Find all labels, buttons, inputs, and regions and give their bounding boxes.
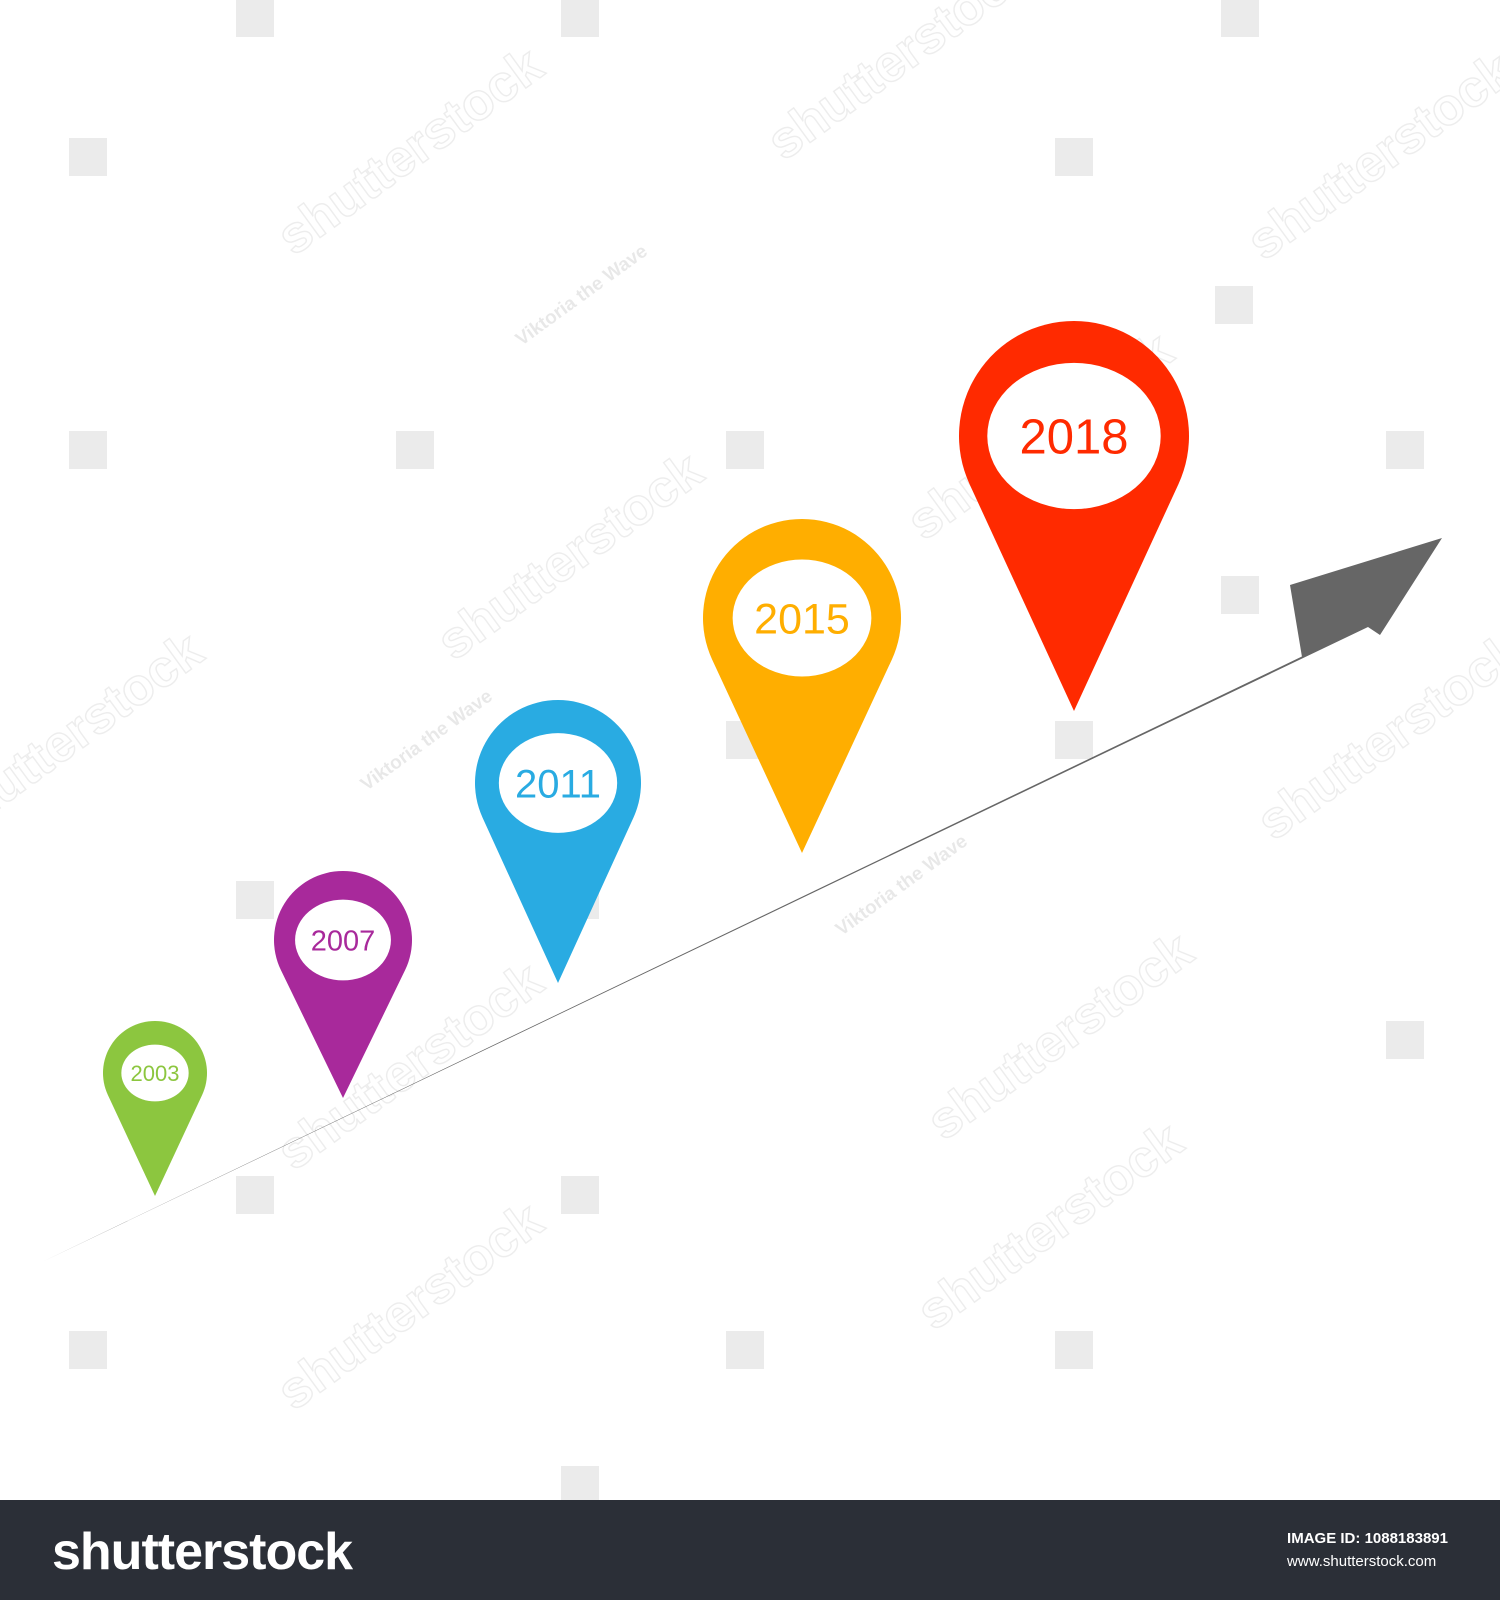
watermark-square bbox=[236, 881, 274, 919]
timeline-diagram: shutterstock shutterstock shutterstock shut… bbox=[0, 0, 1500, 1504]
milestone-pin: 2015 bbox=[702, 519, 901, 853]
milestone-pins: 2003 2007 2011 2015 2018 bbox=[103, 320, 1189, 1196]
milestone-year: 2007 bbox=[311, 925, 376, 957]
watermark-credit: Viktoria the Wave bbox=[832, 831, 972, 940]
watermark-square bbox=[69, 138, 107, 176]
watermark-square bbox=[69, 1331, 107, 1369]
milestone-year: 2018 bbox=[1019, 411, 1128, 465]
milestone-year: 2015 bbox=[754, 595, 850, 643]
image-id-row: IMAGE ID: 1088183891 bbox=[1287, 1530, 1448, 1547]
watermark-layer: shutterstock shutterstock shutterstock shut… bbox=[0, 0, 1500, 1504]
watermark-square bbox=[1055, 138, 1093, 176]
pin-label-circle bbox=[498, 733, 618, 833]
watermark-square bbox=[1386, 431, 1424, 469]
watermark-square bbox=[1386, 1021, 1424, 1059]
pin-label-circle bbox=[295, 899, 391, 981]
image-meta: IMAGE ID: 1088183891 www.shutterstock.co… bbox=[1287, 1530, 1448, 1570]
watermark-brand: shutterstock bbox=[757, 0, 1044, 171]
pin-label-circle bbox=[732, 559, 872, 677]
site-url: www.shutterstock.com bbox=[1287, 1553, 1437, 1570]
watermark-brand: shutterstock bbox=[1237, 41, 1500, 271]
watermark-brand: shutterstock bbox=[427, 441, 714, 671]
watermark-square bbox=[1055, 1331, 1093, 1369]
watermark-brand: shutterstock bbox=[267, 36, 554, 266]
timeline-arrow bbox=[42, 538, 1442, 1262]
image-id-label: IMAGE ID: bbox=[1287, 1530, 1361, 1547]
watermark-square bbox=[726, 431, 764, 469]
milestone-pin: 2018 bbox=[959, 320, 1189, 711]
watermark-square bbox=[69, 431, 107, 469]
watermark-brand: shutterstock bbox=[0, 621, 213, 851]
watermark-square bbox=[236, 0, 274, 37]
watermark-square bbox=[1221, 576, 1259, 614]
watermark-credit: Viktoria the Wave bbox=[512, 241, 652, 350]
pin-label-circle bbox=[987, 362, 1161, 510]
watermark-square bbox=[561, 1176, 599, 1214]
footer-bar: shutterstock IMAGE ID: 1088183891 www.sh… bbox=[0, 1500, 1500, 1600]
milestone-pin: 2011 bbox=[475, 700, 641, 983]
watermark-square bbox=[1215, 286, 1253, 324]
watermark-brand: shutterstock bbox=[1247, 621, 1500, 851]
watermark-square bbox=[1221, 0, 1259, 37]
watermark-square bbox=[561, 0, 599, 37]
milestone-pin: 2003 bbox=[103, 1021, 207, 1196]
milestone-year: 2003 bbox=[131, 1061, 180, 1086]
watermark-square bbox=[396, 431, 434, 469]
footer-logo: shutterstock bbox=[52, 1523, 353, 1581]
image-id-value: 1088183891 bbox=[1364, 1530, 1448, 1547]
milestone-year: 2011 bbox=[515, 762, 601, 806]
pin-label-circle bbox=[121, 1044, 189, 1102]
milestone-pin: 2007 bbox=[273, 871, 413, 1098]
watermark-square bbox=[561, 1466, 599, 1504]
watermark-square bbox=[726, 1331, 764, 1369]
watermark-brand: shutterstock bbox=[267, 1191, 554, 1421]
watermark-square bbox=[236, 1176, 274, 1214]
watermark-square bbox=[1055, 721, 1093, 759]
timeline-canvas: shutterstock shutterstock shutterstock shut… bbox=[0, 0, 1500, 1504]
